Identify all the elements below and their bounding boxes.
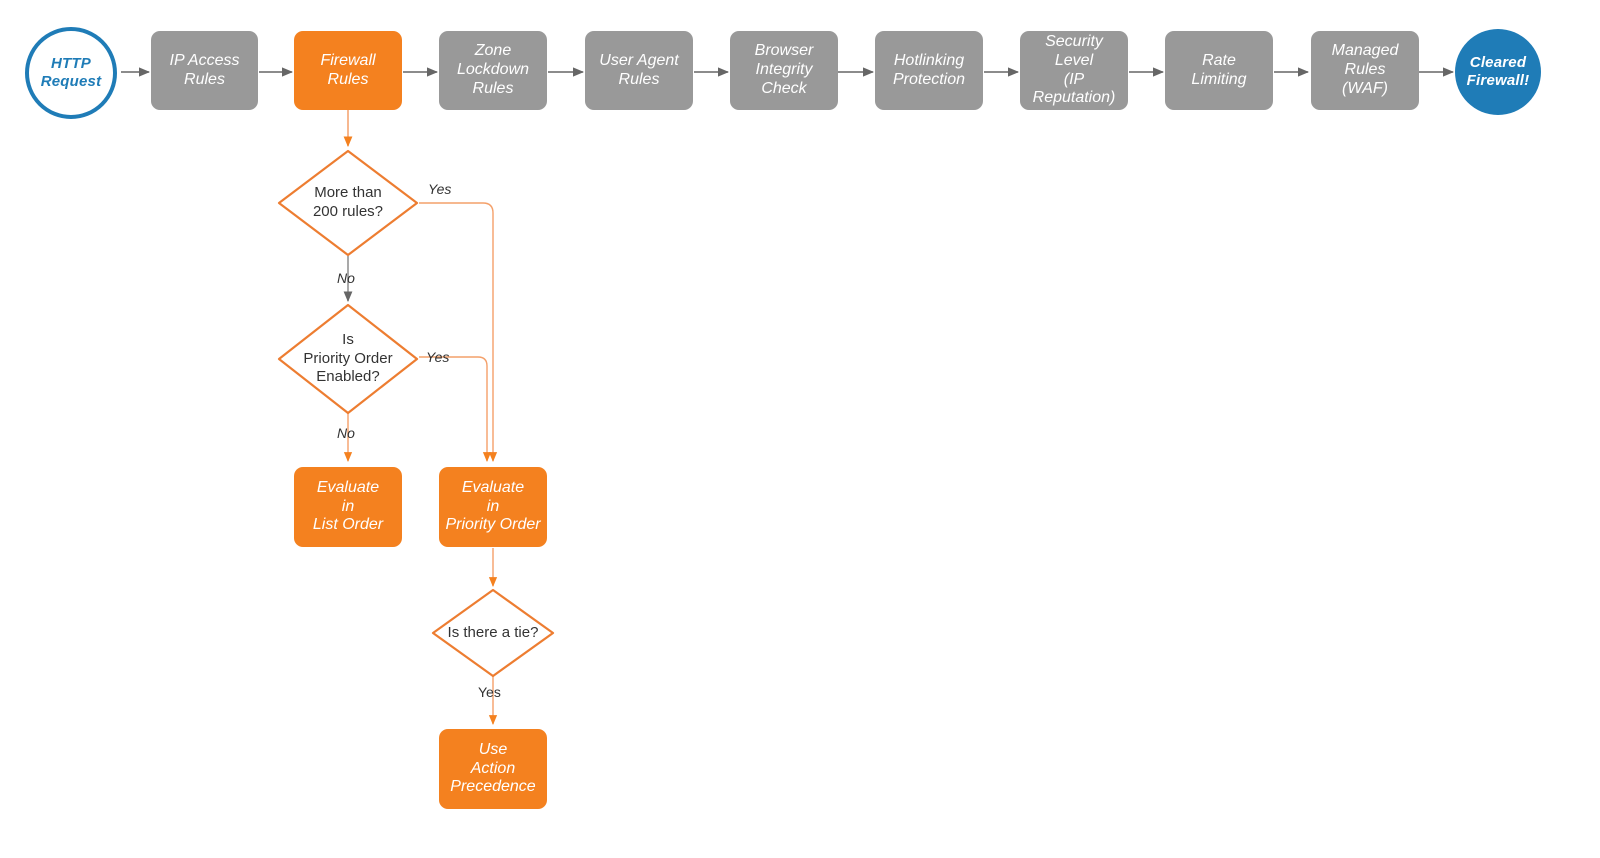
node-decision-priority-order-enabled-label: Is Priority Order Enabled?: [303, 330, 393, 386]
edge-label-more-than-200-no: No: [337, 270, 355, 286]
node-hotlinking-protection-label: Hotlinking Protection: [892, 51, 966, 88]
node-managed-rules-waf[interactable]: Managed Rules (WAF): [1311, 31, 1419, 110]
edge-decision200-yes-to-priority-order: [419, 202, 498, 462]
node-managed-rules-waf-label: Managed Rules (WAF): [1331, 42, 1399, 97]
node-decision-more-than-200-rules-label: More than 200 rules?: [312, 184, 384, 220]
node-evaluate-in-list-order-label: Evaluate in List Order: [312, 478, 384, 534]
diamond-shape: [277, 303, 419, 415]
node-rate-limiting-label: Rate Limiting: [1191, 51, 1247, 88]
node-security-level-label: Security Level (IP Reputation): [1032, 32, 1116, 107]
node-security-level[interactable]: Security Level (IP Reputation): [1020, 31, 1128, 110]
node-http-request-label: HTTP Request: [40, 55, 102, 90]
node-user-agent-rules-label: User Agent Rules: [599, 51, 679, 88]
node-rate-limiting[interactable]: Rate Limiting: [1165, 31, 1273, 110]
node-http-request[interactable]: HTTP Request: [25, 27, 117, 119]
node-use-action-precedence-label: Use Action Precedence: [450, 740, 536, 796]
diamond-shape: [431, 588, 555, 678]
node-zone-lockdown-rules[interactable]: Zone Lockdown Rules: [439, 31, 547, 110]
node-evaluate-in-priority-order[interactable]: Evaluate in Priority Order: [439, 467, 547, 547]
node-evaluate-in-list-order[interactable]: Evaluate in List Order: [294, 467, 402, 547]
node-zone-lockdown-rules-label: Zone Lockdown Rules: [456, 42, 530, 97]
diamond-shape: [277, 149, 419, 257]
node-firewall-rules-label: Firewall Rules: [320, 51, 376, 88]
node-ip-access-rules-label: IP Access Rules: [169, 51, 240, 88]
node-evaluate-in-priority-order-label: Evaluate in Priority Order: [445, 478, 541, 534]
edge-label-priority-order-yes: Yes: [426, 349, 450, 365]
node-browser-integrity-check-label: Browser Integrity Check: [754, 42, 814, 97]
edge-label-tie-yes: Yes: [478, 684, 501, 700]
node-browser-integrity-check[interactable]: Browser Integrity Check: [730, 31, 838, 110]
node-decision-more-than-200-rules[interactable]: More than 200 rules?: [277, 149, 419, 257]
node-user-agent-rules[interactable]: User Agent Rules: [585, 31, 693, 110]
edge-label-more-than-200-yes: Yes: [428, 181, 452, 197]
node-decision-priority-order-enabled[interactable]: Is Priority Order Enabled?: [277, 303, 419, 415]
node-ip-access-rules[interactable]: IP Access Rules: [151, 31, 258, 110]
node-use-action-precedence[interactable]: Use Action Precedence: [439, 729, 547, 809]
node-hotlinking-protection[interactable]: Hotlinking Protection: [875, 31, 983, 110]
edge-priority-yes-to-priority-order: [419, 356, 492, 462]
node-firewall-rules[interactable]: Firewall Rules: [294, 31, 402, 110]
node-cleared-firewall[interactable]: Cleared Firewall!: [1455, 29, 1541, 115]
edge-label-priority-order-no: No: [337, 425, 355, 441]
node-cleared-firewall-label: Cleared Firewall!: [1466, 54, 1530, 89]
node-decision-is-there-a-tie[interactable]: Is there a tie?: [431, 588, 555, 678]
node-decision-is-there-a-tie-label: Is there a tie?: [447, 623, 539, 641]
